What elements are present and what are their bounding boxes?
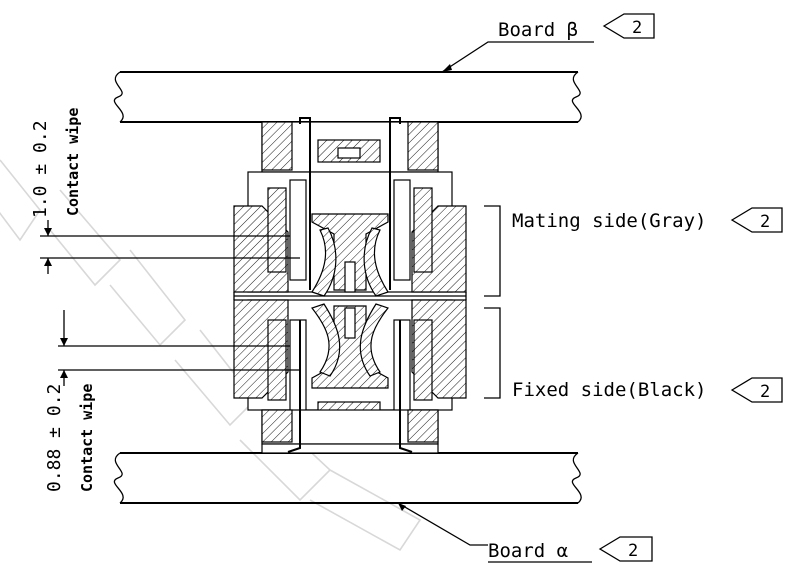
board-alpha-label: Board α: [488, 540, 568, 562]
note-flag-board-beta: 2: [602, 13, 655, 39]
board-beta: [113, 71, 582, 123]
note-number: 2: [632, 18, 642, 38]
contact-wipe-bottom-caption: Contact wipe: [78, 384, 96, 492]
leader-lines: [397, 41, 498, 546]
fixed-side-connector: [233, 299, 467, 454]
contact-terminals: [287, 117, 413, 453]
note-number: 2: [760, 382, 770, 402]
contact-wipe-bottom-value: 0.88 ± 0.2: [44, 384, 65, 492]
note-flag-mating-side: 2: [730, 207, 783, 233]
note-flag-board-alpha: 2: [598, 536, 653, 562]
contact-wipe-top-caption: Contact wipe: [64, 108, 82, 216]
contact-wipe-top-value: 1.0 ± 0.2: [30, 120, 51, 218]
mating-side-label: Mating side(Gray): [512, 210, 706, 232]
fixed-side-label: Fixed side(Black): [512, 379, 706, 401]
mating-interface: [233, 292, 467, 300]
note-flag-fixed-side: 2: [730, 377, 783, 403]
note-number: 2: [760, 212, 770, 232]
side-brackets: [484, 205, 501, 399]
wipe-dimension-lines: [40, 220, 300, 386]
board-alpha: [113, 452, 582, 504]
board-beta-label: Board β: [498, 19, 578, 41]
mating-side-connector: [233, 121, 467, 297]
note-number: 2: [628, 541, 638, 561]
